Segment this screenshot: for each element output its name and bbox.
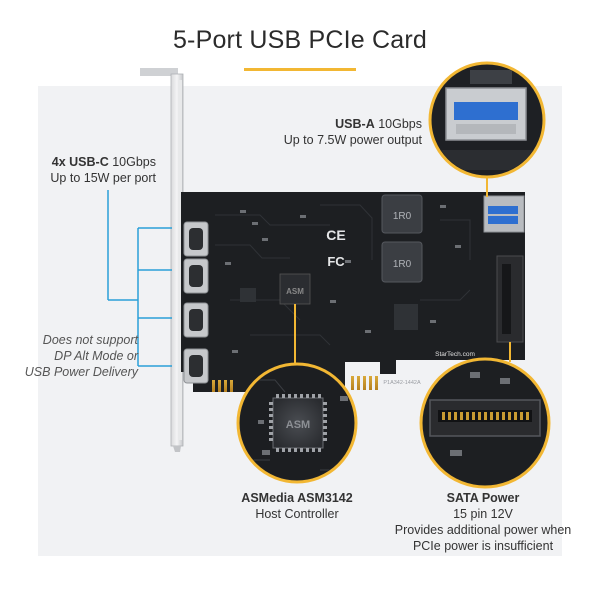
sata-connector-board	[496, 255, 524, 343]
inductor-1: 1R0	[381, 194, 423, 234]
controller-callout: ASMedia ASM3142 Host Controller	[212, 490, 382, 522]
controller-heading: ASMedia ASM3142	[241, 491, 353, 505]
title-underline	[244, 68, 356, 71]
usb-c-callout-lines	[107, 190, 172, 367]
note-line-2: DP Alt Mode or	[54, 349, 138, 363]
note-line-1: Does not support	[42, 333, 138, 347]
usb-a-speed: 10Gbps	[378, 117, 422, 131]
note-line-3: USB Power Delivery	[24, 365, 138, 379]
sata-line-3: PCIe power is insufficient	[412, 539, 554, 553]
inductor-2-label: 1R0	[393, 259, 412, 270]
usb-c-port-icon	[183, 221, 209, 257]
usb-c-detail: Up to 15W per port	[50, 171, 156, 185]
usb-c-port-icon	[183, 348, 209, 384]
usb-c-heading: 4x USB-C	[51, 155, 109, 169]
usb-c-callout: 4x USB-C 10Gbps Up to 15W per port	[20, 154, 156, 186]
ce-mark: CE	[326, 227, 345, 243]
usb-a-heading: USB-A	[335, 117, 375, 131]
chip-logo: ASM	[286, 419, 310, 431]
note-callout: Does not support DP Alt Mode or USB Powe…	[14, 332, 138, 380]
sata-line-2: Provides additional power when	[394, 523, 572, 537]
controller-zoom-circle: ASM	[236, 362, 358, 484]
brand-mark: StarTech.com	[435, 351, 475, 358]
usb-a-callout: USB-A 10Gbps Up to 7.5W power output	[262, 116, 422, 148]
sata-line-1: 15 pin 12V	[453, 507, 513, 521]
inductor-1-label: 1R0	[393, 211, 412, 222]
controller-detail: Host Controller	[255, 507, 339, 521]
usb-c-speed: 10Gbps	[112, 155, 156, 169]
metal-bracket	[140, 68, 184, 452]
sata-callout: SATA Power 15 pin 12V Provides additiona…	[388, 490, 578, 554]
inductor-2: 1R0	[381, 241, 423, 283]
usb-c-port-icon	[183, 302, 209, 338]
controller-chip-small: ASM	[279, 273, 311, 305]
usb-c-ports	[183, 221, 209, 384]
pcb-board: 1R0 1R0 CE FC ASM StarTech.com P1A342-14…	[181, 192, 525, 392]
sata-heading: SATA Power	[446, 491, 520, 505]
usb-a-port-board	[483, 195, 525, 233]
part-code: P1A342-1442A	[383, 380, 421, 386]
sata-zoom-circle	[419, 357, 551, 489]
fc-mark: FC	[327, 254, 345, 269]
page-title: 5-Port USB PCIe Card	[172, 26, 428, 54]
usb-c-port-icon	[183, 258, 209, 294]
usb-a-detail: Up to 7.5W power output	[283, 133, 422, 147]
svg-text:ASM: ASM	[286, 287, 304, 296]
usb-a-zoom-circle	[428, 61, 546, 179]
